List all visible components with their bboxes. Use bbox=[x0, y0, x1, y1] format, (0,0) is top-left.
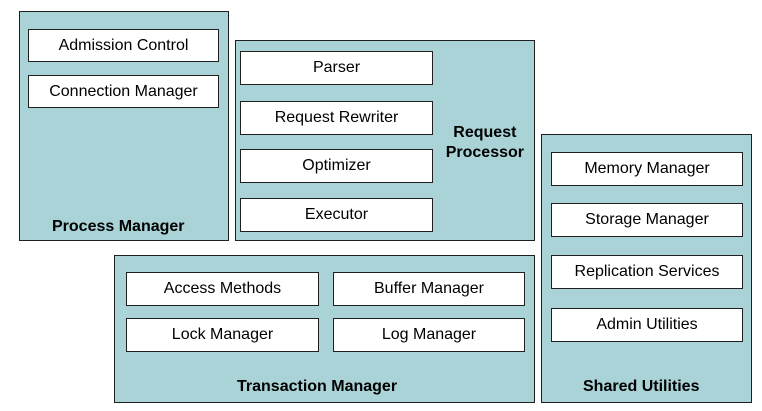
replication-services-box: Replication Services bbox=[551, 255, 743, 289]
admin-utilities-box: Admin Utilities bbox=[551, 308, 743, 342]
request-processor-panel: Parser Request Rewriter Optimizer Execut… bbox=[235, 40, 535, 241]
buffer-manager-box: Buffer Manager bbox=[333, 272, 525, 306]
access-methods-box: Access Methods bbox=[126, 272, 319, 306]
request-processor-title: Request Processor bbox=[446, 123, 524, 163]
shared-utilities-title: Shared Utilities bbox=[583, 378, 700, 395]
connection-manager-box: Connection Manager bbox=[28, 75, 219, 108]
process-manager-title: Process Manager bbox=[52, 218, 185, 235]
request-rewriter-box: Request Rewriter bbox=[240, 101, 433, 135]
shared-utilities-panel: Memory Manager Storage Manager Replicati… bbox=[541, 134, 752, 403]
process-manager-panel: Admission Control Connection Manager Pro… bbox=[19, 11, 229, 241]
transaction-manager-panel: Access Methods Buffer Manager Lock Manag… bbox=[114, 255, 535, 403]
lock-manager-box: Lock Manager bbox=[126, 318, 319, 352]
optimizer-box: Optimizer bbox=[240, 149, 433, 183]
request-processor-title-line2: Processor bbox=[445, 144, 524, 161]
log-manager-box: Log Manager bbox=[333, 318, 525, 352]
transaction-manager-title: Transaction Manager bbox=[237, 378, 398, 395]
storage-manager-box: Storage Manager bbox=[551, 203, 743, 237]
memory-manager-box: Memory Manager bbox=[551, 152, 743, 186]
parser-box: Parser bbox=[240, 51, 433, 85]
executor-box: Executor bbox=[240, 198, 433, 232]
admission-control-box: Admission Control bbox=[28, 29, 219, 62]
request-processor-title-line1: Request bbox=[453, 124, 517, 141]
